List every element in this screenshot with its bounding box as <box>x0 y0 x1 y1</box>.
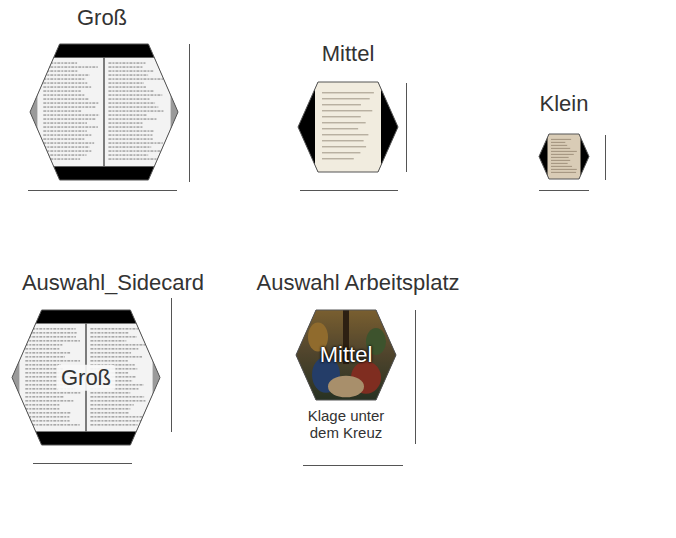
thumbnail-image <box>296 310 396 400</box>
dimension-line <box>303 465 403 466</box>
hexagon-outline <box>298 82 398 172</box>
hexagon-shape <box>298 82 398 172</box>
hexagon-thumbnail: Auswahl_SidecardGroß <box>12 310 160 445</box>
hexagon-thumbnail: Klein <box>539 134 589 179</box>
size-heading: Auswahl_Sidecard <box>22 270 204 296</box>
thumbnail-image <box>298 82 398 172</box>
size-label: Groß <box>57 364 115 390</box>
size-label: Mittel <box>316 342 377 368</box>
dimension-line <box>406 83 407 172</box>
thumbnail-image <box>539 134 589 179</box>
size-heading: Mittel <box>322 41 375 67</box>
size-heading: Auswahl Arbeitsplatz <box>257 270 460 296</box>
dimension-line <box>171 298 172 432</box>
hexagon-outline <box>296 310 396 400</box>
size-heading: Groß <box>77 5 127 31</box>
hexagon-thumbnail: Mittel <box>298 82 398 172</box>
hexagon-shape <box>539 134 589 179</box>
hexagon-outline <box>539 134 589 179</box>
thumbnail-image <box>12 310 160 445</box>
thumbnail-image <box>30 44 178 180</box>
dimension-line <box>28 190 177 191</box>
image-title: Klage unter dem Kreuz <box>296 408 396 441</box>
hexagon-thumbnail: Auswahl ArbeitsplatzMittelKlage unter de… <box>296 310 396 400</box>
dimension-line <box>300 190 398 191</box>
size-heading: Klein <box>540 91 589 117</box>
hexagon-thumbnail: Groß <box>30 44 178 180</box>
hexagon-outline <box>12 310 160 445</box>
dimension-line <box>605 135 606 180</box>
hexagon-shape <box>30 44 178 180</box>
dimension-line <box>415 310 416 444</box>
dimension-line <box>189 44 190 182</box>
hexagon-outline <box>30 44 178 180</box>
dimension-line <box>33 463 132 464</box>
dimension-line <box>539 190 589 191</box>
